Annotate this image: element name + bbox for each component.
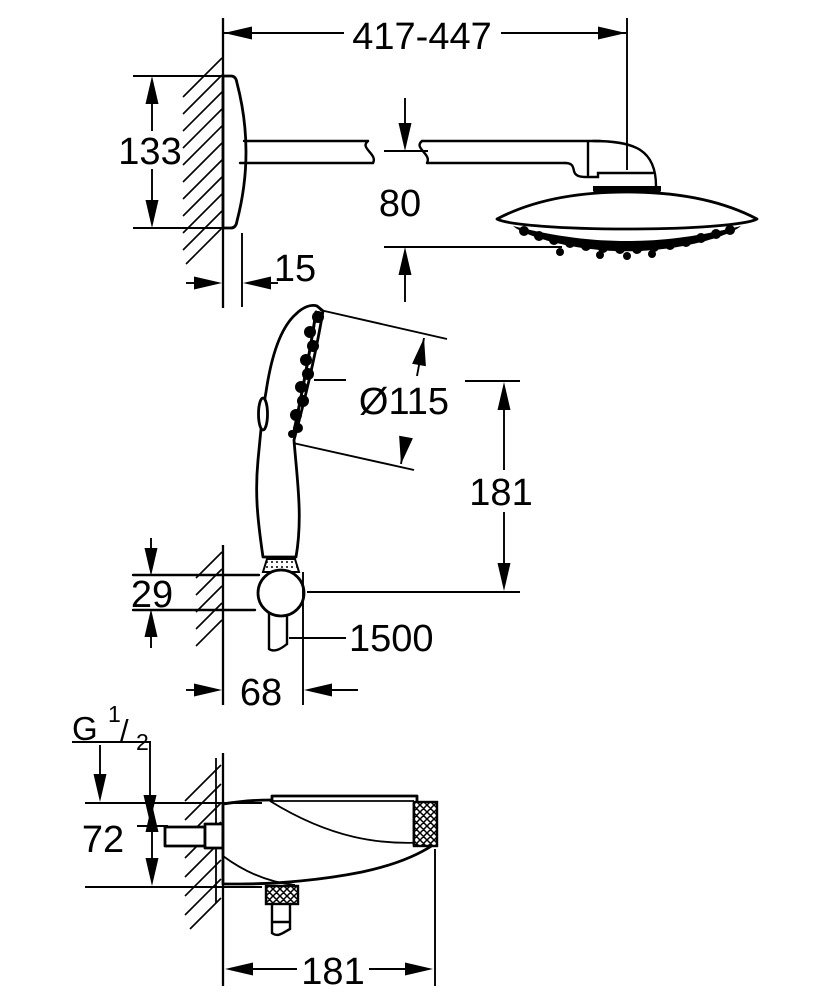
spray-nozzles-head — [513, 225, 741, 260]
dim-body-height: 72 — [82, 802, 262, 888]
outlet-break — [270, 927, 292, 937]
dim-label-arm-reach: 417-447 — [352, 16, 491, 58]
dim-label-body-height: 72 — [82, 819, 124, 861]
shower-arm — [238, 139, 658, 188]
mixer-figure: G 1 / 2 72 181 — [72, 701, 439, 993]
head-shower — [495, 186, 759, 260]
dim-label-head-drop: 80 — [379, 183, 421, 225]
hose-outlet — [264, 884, 300, 937]
spray-nozzles-hand — [288, 310, 324, 438]
mixer-body — [221, 794, 439, 886]
head-dome — [495, 190, 759, 231]
hand-shower-figure: Ø115 181 29 1500 — [131, 304, 533, 714]
dim-label-bracket-thickness: 29 — [131, 574, 173, 616]
dim-label-body-width: 181 — [301, 951, 364, 993]
dim-arm-reach: 417-447 — [224, 16, 628, 170]
arm-elbow — [591, 139, 658, 188]
dim-label-wall-plate-depth: 15 — [274, 248, 316, 290]
wall-hatching-top — [182, 57, 223, 265]
wall-hatching-middle — [195, 551, 223, 647]
dim-head-drop: 80 — [379, 98, 562, 302]
hand-shower-button — [257, 396, 269, 432]
hose-connector-cone — [261, 558, 301, 573]
dim-label-wall-plate-height: 133 — [118, 131, 181, 173]
dim-bracket-reach: 68 — [186, 572, 358, 714]
dim-label-hose-length: 1500 — [349, 618, 434, 660]
leader-hose-length: 1500 — [289, 618, 434, 660]
mixer-knob — [412, 800, 439, 848]
dim-label-holder-height: 181 — [469, 472, 532, 514]
arm-break-left — [364, 139, 376, 165]
body-lower-contour — [222, 855, 296, 886]
dim-wall-plate-depth: 15 — [186, 233, 316, 307]
dim-wall-plate-height: 133 — [118, 75, 228, 229]
dim-bracket-thickness: 29 — [131, 538, 173, 648]
thread-numerator: 1 — [108, 701, 121, 727]
wall-bracket-ball — [256, 568, 306, 618]
arm-break-right — [418, 139, 430, 165]
inlet-nipple — [163, 822, 225, 850]
dim-holder-height: 181 — [307, 380, 533, 593]
outlet-nut — [264, 884, 300, 906]
dim-spray-diameter: Ø115 — [292, 309, 449, 471]
shower-hose — [267, 610, 289, 652]
dim-label-bracket-reach: 68 — [240, 672, 282, 714]
dim-label-spray-diameter: Ø115 — [359, 381, 449, 423]
thread-slash: / — [120, 713, 129, 748]
thread-label: G 1 / 2 — [72, 701, 168, 827]
dim-body-width: 181 — [225, 849, 436, 993]
thread-prefix: G — [72, 710, 98, 747]
wall-plate — [221, 74, 248, 230]
head-collar — [593, 186, 661, 191]
head-shower-figure: 417-447 133 80 — [118, 16, 759, 308]
